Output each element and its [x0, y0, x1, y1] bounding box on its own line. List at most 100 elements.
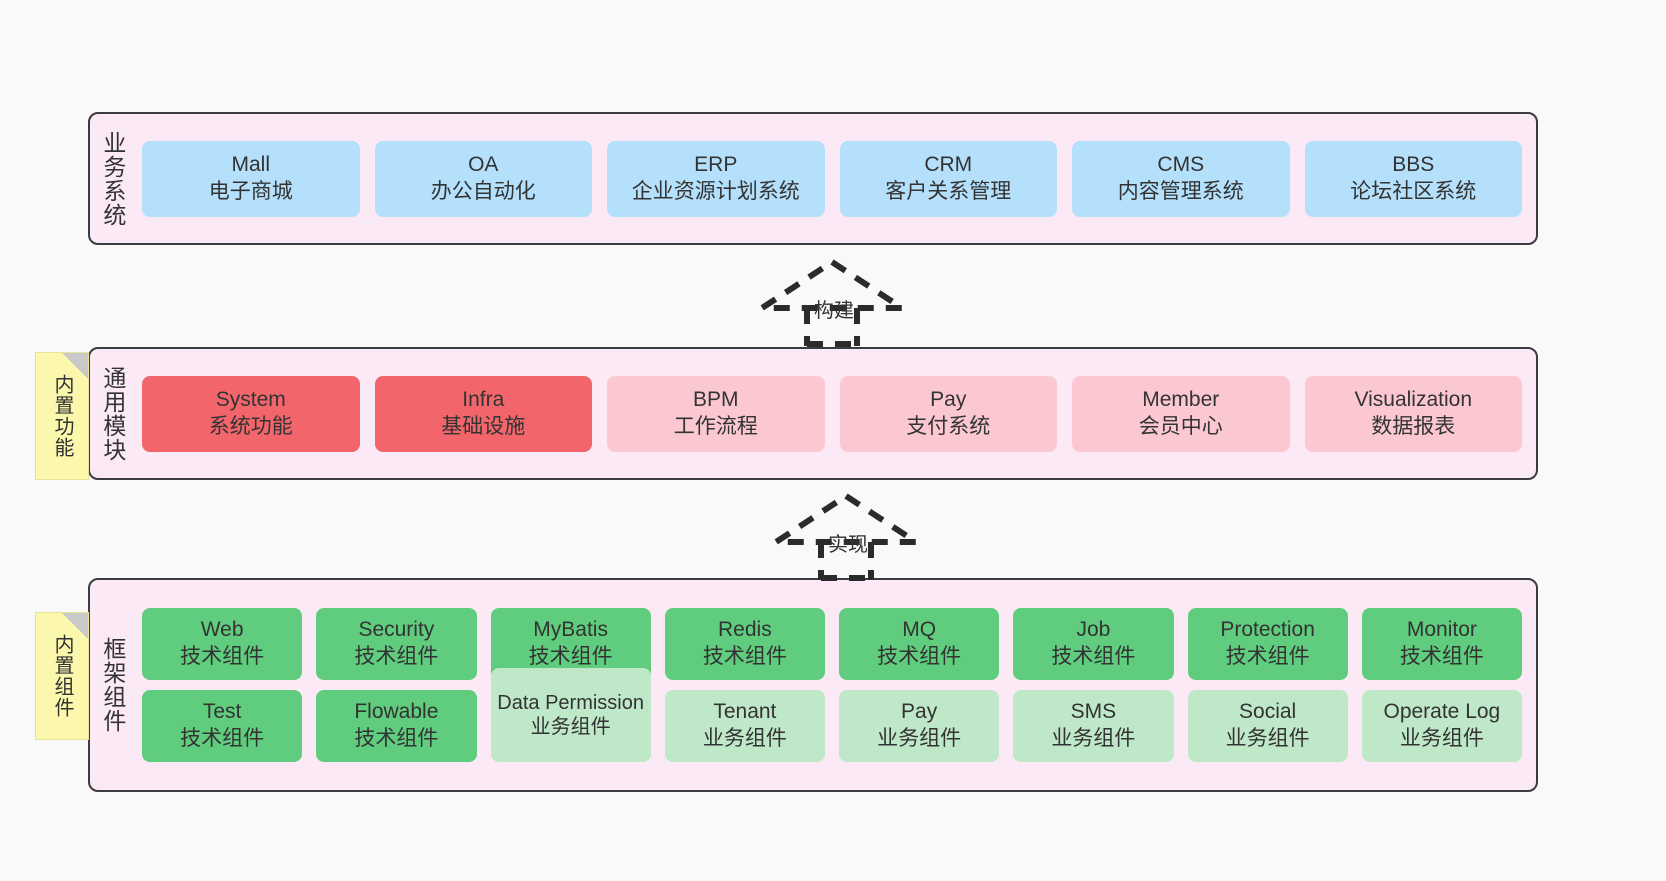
common-modules-row: System 系统功能 Infra 基础设施 BPM 工作流程 Pay 支付系统… — [142, 375, 1522, 452]
card-visualization[interactable]: Visualization 数据报表 — [1304, 375, 1522, 452]
generalization-arrow-icon — [765, 492, 927, 581]
card-visualization-title: Visualization — [1354, 387, 1473, 411]
card-tenant[interactable]: Tenant 业务组件 — [664, 690, 825, 762]
card-mall-title: Mall — [231, 152, 270, 176]
card-mybatis-subtitle: 技术组件 — [528, 645, 613, 668]
connector-implement-label: 实现 — [828, 534, 868, 556]
connector-build-label: 构建 — [814, 300, 854, 322]
card-member-title: Member — [1142, 387, 1220, 411]
card-web[interactable]: Web 技术组件 — [142, 608, 303, 680]
card-oa[interactable]: OA 办公自动化 — [374, 140, 592, 217]
card-mq[interactable]: MQ 技术组件 — [839, 608, 1000, 680]
card-redis[interactable]: Redis 技术组件 — [664, 608, 825, 680]
card-social[interactable]: Social 业务组件 — [1187, 690, 1348, 762]
card-job-subtitle: 技术组件 — [1051, 645, 1136, 668]
layer-business-systems-body: Mall 电子商城 OA 办公自动化 ERP 企业资源计划系统 CRM 客户关系… — [134, 114, 1536, 243]
card-flowable[interactable]: Flowable 技术组件 — [316, 690, 477, 762]
card-member[interactable]: Member 会员中心 — [1072, 375, 1290, 452]
card-mq-subtitle: 技术组件 — [877, 645, 962, 668]
card-member-subtitle: 会员中心 — [1138, 414, 1223, 438]
card-operate-log-subtitle: 业务组件 — [1399, 727, 1484, 750]
card-cms[interactable]: CMS 内容管理系统 — [1072, 140, 1290, 217]
card-bpm-title: BPM — [692, 387, 739, 411]
card-test-title: Test — [202, 700, 242, 724]
card-web-title: Web — [200, 618, 244, 642]
card-sms-title: SMS — [1070, 700, 1117, 724]
card-pay-module-title: Pay — [930, 387, 967, 411]
card-infra-subtitle: 基础设施 — [441, 414, 526, 438]
layer-business-systems-title: 业务系统 — [99, 130, 126, 227]
card-protection-subtitle: 技术组件 — [1225, 645, 1310, 668]
layer-framework-components-body: Web 技术组件 Security 技术组件 MyBatis 技术组件 Redi… — [134, 580, 1536, 790]
card-sms[interactable]: SMS 业务组件 — [1013, 690, 1174, 762]
card-protection[interactable]: Protection 技术组件 — [1187, 608, 1348, 680]
layer-framework-components-title: 框架组件 — [99, 637, 126, 733]
layer-business-systems: 业务系统 Mall 电子商城 OA 办公自动化 ERP 企业资源计划系统 CRM — [88, 112, 1538, 245]
card-pay-component-subtitle: 业务组件 — [877, 727, 962, 750]
card-operate-log[interactable]: Operate Log 业务组件 — [1361, 690, 1522, 762]
card-data-permission-title: Data Permission — [497, 692, 644, 714]
card-security[interactable]: Security 技术组件 — [316, 608, 477, 680]
note-builtin-features: 内置功能 — [35, 352, 89, 480]
card-system-subtitle: 系统功能 — [208, 414, 293, 438]
card-test[interactable]: Test 技术组件 — [142, 690, 303, 762]
card-pay-component-title: Pay — [901, 700, 938, 724]
card-erp-title: ERP — [694, 152, 738, 176]
card-operate-log-title: Operate Log — [1383, 700, 1501, 724]
card-tenant-subtitle: 业务组件 — [702, 727, 787, 750]
card-bpm[interactable]: BPM 工作流程 — [607, 375, 825, 452]
card-mall-subtitle: 电子商城 — [208, 179, 293, 203]
layer-common-modules-title: 通用模块 — [99, 365, 126, 462]
card-redis-subtitle: 技术组件 — [702, 645, 787, 668]
card-crm[interactable]: CRM 客户关系管理 — [839, 140, 1057, 217]
card-crm-title: CRM — [924, 152, 973, 176]
card-infra[interactable]: Infra 基础设施 — [374, 375, 592, 452]
note-builtin-components-text: 内置组件 — [51, 634, 73, 718]
card-web-subtitle: 技术组件 — [180, 645, 265, 668]
card-flowable-title: Flowable — [354, 700, 439, 724]
layer-common-modules: 通用模块 System 系统功能 Infra 基础设施 BPM 工作流程 Pay — [88, 347, 1538, 480]
card-cms-subtitle: 内容管理系统 — [1117, 179, 1244, 203]
card-security-title: Security — [358, 618, 435, 642]
card-visualization-subtitle: 数据报表 — [1371, 414, 1456, 438]
framework-components-row-technical: Web 技术组件 Security 技术组件 MyBatis 技术组件 Redi… — [142, 608, 1522, 680]
card-social-title: Social — [1239, 700, 1297, 724]
card-flowable-subtitle: 技术组件 — [354, 727, 439, 750]
card-bbs-subtitle: 论坛社区系统 — [1350, 179, 1477, 203]
card-oa-subtitle: 办公自动化 — [430, 179, 536, 203]
note-builtin-features-text: 内置功能 — [51, 374, 73, 458]
card-mall[interactable]: Mall 电子商城 — [142, 140, 360, 217]
card-job-title: Job — [1076, 618, 1111, 642]
connector-implement: 实现 — [765, 492, 927, 581]
layer-framework-components: 框架组件 Web 技术组件 Security 技术组件 MyBatis 技术组件… — [88, 578, 1538, 792]
note-builtin-components: 内置组件 — [35, 612, 89, 740]
card-pay-component[interactable]: Pay 业务组件 — [839, 690, 1000, 762]
card-social-subtitle: 业务组件 — [1225, 727, 1310, 750]
card-bbs[interactable]: BBS 论坛社区系统 — [1304, 140, 1522, 217]
card-mq-title: MQ — [902, 618, 937, 642]
card-protection-title: Protection — [1220, 618, 1315, 642]
generalization-arrow-icon — [751, 258, 913, 347]
card-monitor[interactable]: Monitor 技术组件 — [1361, 608, 1522, 680]
card-pay-module[interactable]: Pay 支付系统 — [839, 375, 1057, 452]
card-system[interactable]: System 系统功能 — [142, 375, 360, 452]
business-systems-row: Mall 电子商城 OA 办公自动化 ERP 企业资源计划系统 CRM 客户关系… — [142, 140, 1522, 217]
card-sms-subtitle: 业务组件 — [1051, 727, 1136, 750]
card-cms-title: CMS — [1157, 152, 1205, 176]
layer-common-modules-body: System 系统功能 Infra 基础设施 BPM 工作流程 Pay 支付系统… — [134, 349, 1536, 478]
card-data-permission-subtitle: 业务组件 — [530, 716, 611, 738]
card-bpm-subtitle: 工作流程 — [673, 414, 758, 438]
card-test-subtitle: 技术组件 — [180, 727, 265, 750]
card-job[interactable]: Job 技术组件 — [1013, 608, 1174, 680]
card-tenant-title: Tenant — [713, 700, 777, 724]
card-erp[interactable]: ERP 企业资源计划系统 — [607, 140, 825, 217]
card-system-title: System — [215, 387, 286, 411]
connector-build: 构建 — [751, 258, 913, 347]
card-monitor-title: Monitor — [1406, 618, 1477, 642]
card-monitor-subtitle: 技术组件 — [1399, 645, 1484, 668]
card-security-subtitle: 技术组件 — [354, 645, 439, 668]
card-data-permission[interactable]: Data Permission 业务组件 — [490, 668, 651, 762]
card-infra-title: Infra — [462, 387, 505, 411]
card-erp-subtitle: 企业资源计划系统 — [631, 179, 800, 203]
